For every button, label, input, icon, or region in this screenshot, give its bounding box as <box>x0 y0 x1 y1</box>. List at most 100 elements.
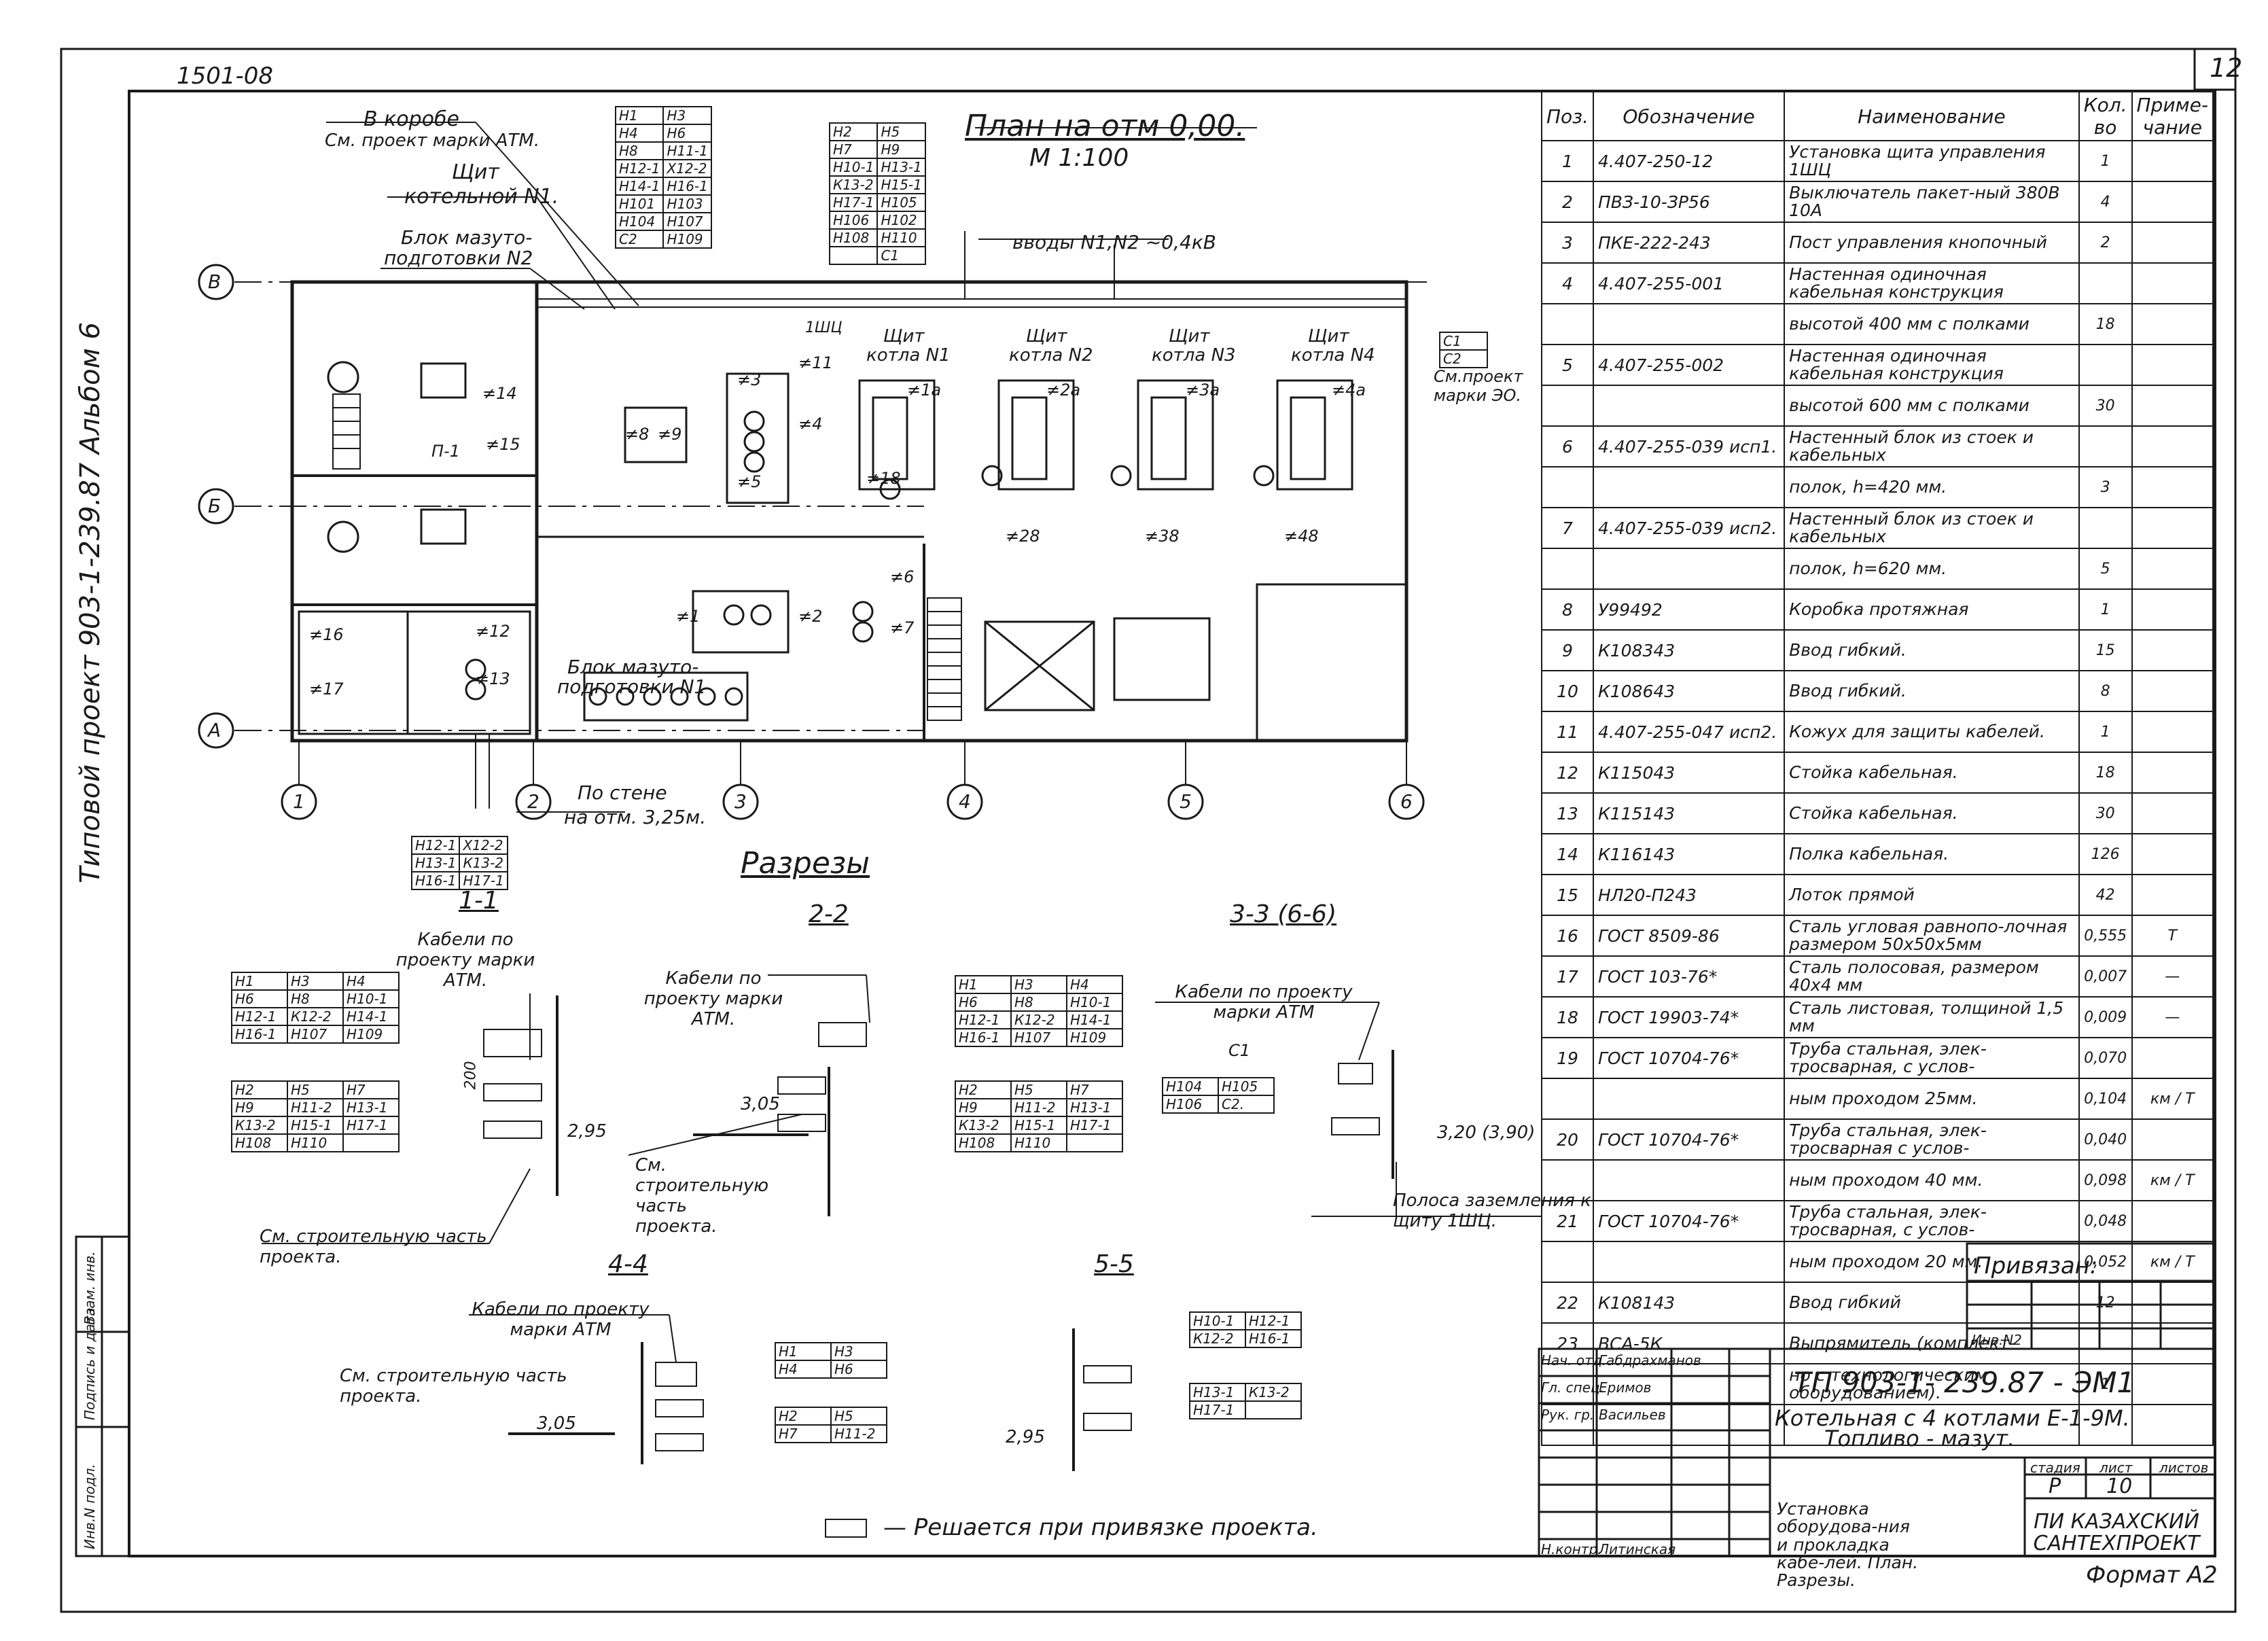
spec-cell <box>2131 140 2214 182</box>
mark-6: ≠6 <box>890 567 915 586</box>
spec-cell: 11 <box>1541 711 1594 753</box>
cable-label-cell: Н13-1 <box>1189 1383 1246 1402</box>
spec-cell: — <box>2131 996 2214 1038</box>
mark-1a: ≠1а <box>907 381 942 400</box>
spec-row <box>1541 1404 2214 1446</box>
spec-cell: Сталь угловая равнопо-лочная размером 50… <box>1784 915 2080 957</box>
spec-col-name: Наименование <box>1784 91 2080 141</box>
spec-cell: 16 <box>1541 915 1594 957</box>
spec-cell: ГОСТ 103-76* <box>1592 955 1786 998</box>
kotel3-label: котла N3 <box>1152 345 1236 366</box>
spec-cell: 2 <box>1541 181 1594 223</box>
section-4-4-caption: Кабели по проекту марки АТМ <box>472 1299 650 1340</box>
spec-cell <box>1592 466 1786 508</box>
mark-11: ≠11 <box>798 353 833 372</box>
cable-label-cell: Н107 <box>662 212 712 231</box>
cable-label-cell: Х12-2 <box>459 836 508 855</box>
plan-title: План на отм 0,00. <box>965 109 1245 143</box>
page-number: 12 <box>2210 53 2243 83</box>
spec-cell: 0,007 <box>2078 955 2133 998</box>
spec-cell: К108143 <box>1592 1282 1786 1324</box>
shchu-label: 1ШЦ <box>805 319 843 336</box>
spec-cell: 0,555 <box>2078 915 2133 957</box>
section-4-4-note: См. строительную часть проекта. <box>340 1366 567 1407</box>
spec-cell: 12 <box>2078 1282 2133 1324</box>
cable-label-row: С1 <box>1439 332 1488 351</box>
cable-label-cell: Н104 <box>614 212 665 231</box>
cable-label-cell: Н109 <box>1066 1028 1123 1047</box>
spec-cell: 0,070 <box>2078 1037 2133 1079</box>
cable-label-cell: Н108 <box>231 1133 288 1152</box>
spec-cell: 20 <box>1541 1118 1594 1161</box>
spec-cell: К108643 <box>1592 670 1786 712</box>
shchit-k3: Щит <box>1169 326 1210 347</box>
cable-label-cell: Н104 <box>1162 1077 1219 1096</box>
cable-label-cell: Н13-1 <box>410 853 461 872</box>
spec-cell: ГОСТ 19903-74* <box>1592 996 1786 1038</box>
spec-cell: Ввод гибкий. <box>1784 670 2080 712</box>
blok1a-label: Блок мазуто- <box>567 656 699 678</box>
cable-label-cell: Н2 <box>955 1080 1012 1099</box>
cable-label-cell: Н12-1 <box>410 836 461 855</box>
spec-cell <box>2131 344 2214 386</box>
spec-cell: 19 <box>1541 1037 1594 1079</box>
cable-label-cell <box>342 1133 400 1152</box>
kotel4-label: котла N4 <box>1291 345 1375 366</box>
cable-label-cell: Н12-1 <box>231 1007 288 1026</box>
cable-label-cell: Н7 <box>828 140 879 159</box>
inv-label: Инв.N2 <box>1972 1332 2022 1348</box>
spec-cell: ПКЕ-222-243 <box>1592 222 1786 264</box>
spec-cell: 10 <box>1541 670 1594 712</box>
mark-4: ≠4 <box>798 414 823 434</box>
cable-label-cell: Н14-1 <box>1066 1010 1123 1029</box>
spec-cell: 9 <box>1541 629 1594 671</box>
spec-cell: ным проходом 40 мм. <box>1784 1159 2080 1201</box>
spec-cell <box>1592 1159 1786 1201</box>
shchit-k1: Щит <box>883 326 925 347</box>
spec-cell: Труба стальная, элек-тросварная, с услов… <box>1784 1200 2080 1242</box>
cable-label-cell: К12-2 <box>287 1007 344 1026</box>
cable-label-row: Н17-1 <box>1189 1400 1302 1419</box>
blok2b-label: подготовки N2 <box>384 247 533 269</box>
cable-label-cell: Н7 <box>775 1424 832 1443</box>
cable-label-cell: Н8 <box>614 141 665 160</box>
section-3-3-caption: Кабели по проекту марки АТМ <box>1175 982 1353 1023</box>
spec-cell: 4.407-255-039 исп1. <box>1592 425 1786 467</box>
axis-row-v: В <box>208 270 222 293</box>
mark-8: ≠8 <box>625 425 650 444</box>
section-1-1-title: 1-1 <box>459 887 499 915</box>
mark-17: ≠17 <box>309 680 344 699</box>
mark-38: ≠38 <box>1145 527 1180 546</box>
cable-label-cell: Н5 <box>830 1407 887 1426</box>
cable-label-cell: Н15-1 <box>1010 1116 1067 1135</box>
axis-col-3: 3 <box>734 790 747 813</box>
cable-label-cell: Н3 <box>830 1342 887 1361</box>
cable-label-cell: Н101 <box>614 194 665 213</box>
format-label: Формат А2 <box>2086 1561 2218 1589</box>
sections-title: Разрезы <box>741 846 870 881</box>
spec-cell: Выпрямитель (комплект- <box>1784 1322 2080 1364</box>
spec-cell <box>2131 792 2214 834</box>
spec-cell <box>1592 1241 1786 1283</box>
spec-cell: 4.407-255-001 <box>1592 262 1786 304</box>
cable-label-row: С2 <box>1439 349 1488 368</box>
